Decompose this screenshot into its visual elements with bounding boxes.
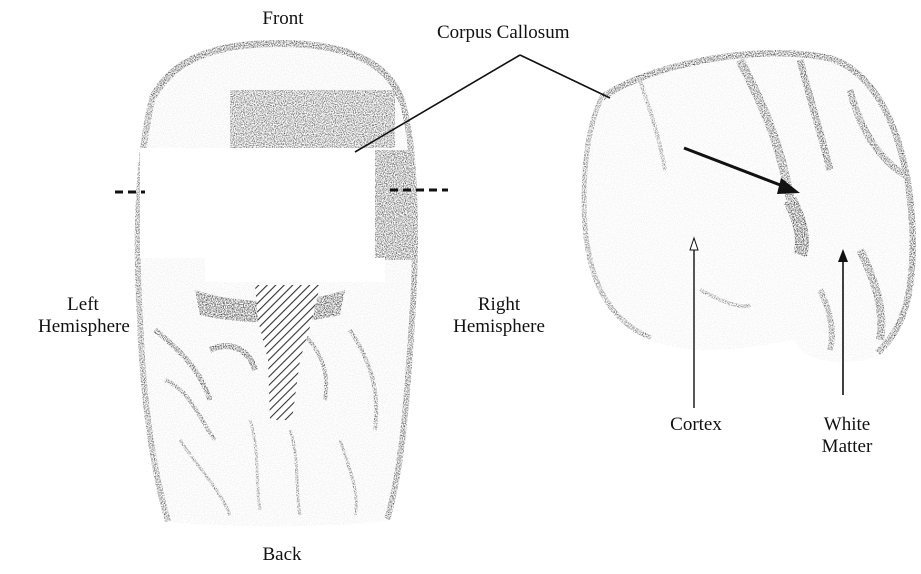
white-matter-line-1: White <box>808 414 886 436</box>
corpus-callosum-label: Corpus Callosum <box>437 22 569 44</box>
corpus-callosum-leader-right <box>520 55 610 98</box>
left-hemisphere-line-1: Left <box>38 294 128 316</box>
cortex-label: Cortex <box>658 414 734 436</box>
white-matter-line-2: Matter <box>808 436 886 458</box>
back-label: Back <box>252 544 312 566</box>
right-hemisphere-line-1: Right <box>447 294 551 316</box>
blank-region <box>140 148 375 258</box>
white-matter-label: White Matter <box>808 414 886 458</box>
right-hemisphere-line-2: Hemisphere <box>447 316 551 338</box>
left-hemisphere-label: Left Hemisphere <box>38 294 128 338</box>
coronal-brain-section <box>575 40 920 370</box>
front-label: Front <box>248 8 318 30</box>
right-hemisphere-label: Right Hemisphere <box>447 294 551 338</box>
left-hemisphere-line-2: Hemisphere <box>38 316 128 338</box>
